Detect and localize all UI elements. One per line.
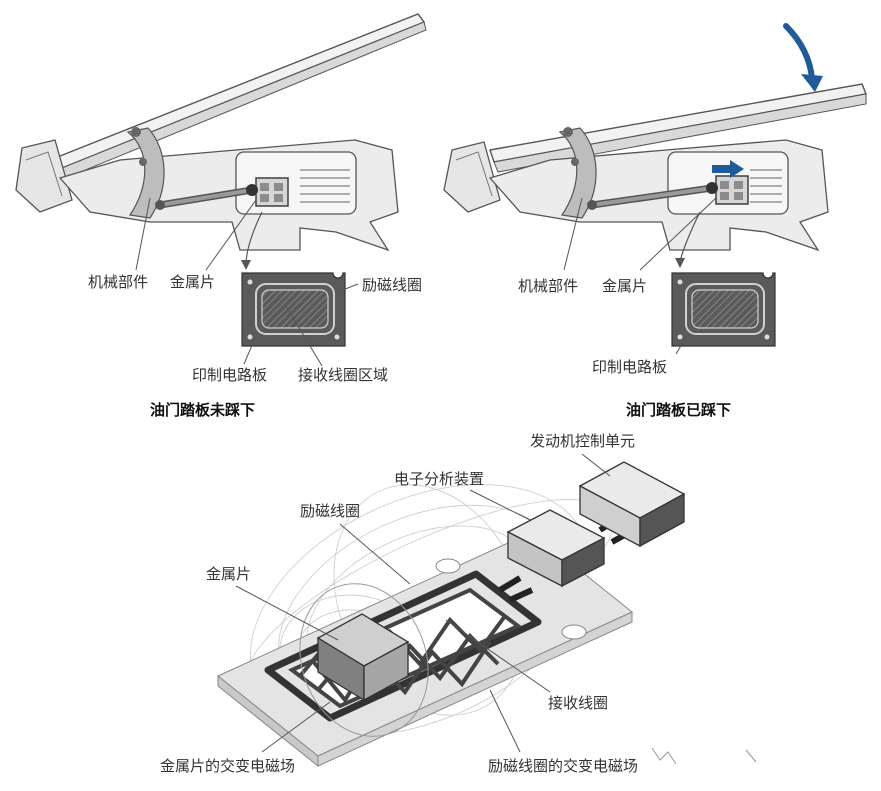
label-excitation-bottom: 励磁线圈 bbox=[300, 502, 361, 520]
metal-block bbox=[316, 613, 410, 702]
sensor-housing bbox=[235, 151, 357, 215]
mechanical-part bbox=[126, 127, 165, 219]
label-metal-bottom: 金属片 bbox=[206, 565, 252, 583]
movement-arrow bbox=[712, 160, 744, 178]
label-pcb-right: 印制电路板 bbox=[592, 358, 668, 376]
label-coil-field: 励磁线圈的交变电磁场 bbox=[488, 757, 639, 775]
connector-pins bbox=[300, 169, 350, 203]
label-analyzer: 电子分析装置 bbox=[394, 470, 485, 488]
watermark-mark bbox=[651, 747, 757, 765]
press-down-arrow bbox=[783, 23, 823, 92]
leaders-bottom bbox=[235, 453, 611, 753]
pedal-assembly-pressed bbox=[443, 83, 867, 252]
sensor-schematic bbox=[217, 453, 686, 768]
label-metal-right: 金属片 bbox=[602, 277, 648, 295]
label-pcb-left: 印制电路板 bbox=[192, 366, 268, 384]
label-metal-field: 金属片的交变电磁场 bbox=[160, 757, 296, 775]
pcb-detail-right bbox=[671, 272, 776, 347]
excitation-coil bbox=[264, 570, 542, 722]
leaders-top-right bbox=[563, 197, 717, 355]
pcb-detail-left bbox=[241, 272, 346, 347]
label-mechanical-left: 机械部件 bbox=[88, 273, 149, 291]
leaders-top-left bbox=[135, 197, 359, 367]
label-receiving-area-left: 接收线圈区域 bbox=[298, 366, 389, 384]
caption-not-pressed: 油门踏板未踩下 bbox=[150, 401, 256, 419]
label-receiving-bottom: 接收线圈 bbox=[548, 694, 609, 712]
electronic-analyzer-box bbox=[506, 509, 606, 588]
label-mechanical-right: 机械部件 bbox=[518, 277, 579, 295]
label-metal-left: 金属片 bbox=[170, 273, 216, 291]
ecu-box bbox=[578, 461, 686, 548]
pedal-assembly-not-pressed bbox=[15, 13, 427, 252]
left-bracket bbox=[15, 139, 73, 213]
label-excitation-left: 励磁线圈 bbox=[362, 276, 423, 294]
label-ecu: 发动机控制单元 bbox=[530, 432, 636, 450]
caption-pressed: 油门踏板已踩下 bbox=[626, 401, 732, 419]
